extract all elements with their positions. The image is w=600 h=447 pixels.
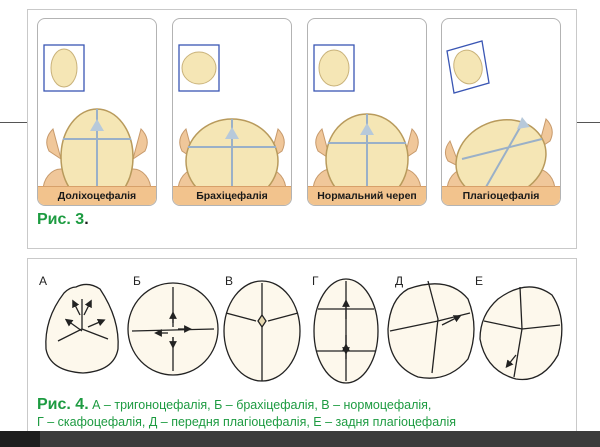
caption-prefix: Рис. 4.: [37, 396, 89, 413]
letter-a: А: [39, 274, 48, 288]
divider-line-left: [0, 122, 27, 123]
caption-prefix: Рис. 3: [37, 211, 85, 228]
brachycephaly-illustration: [177, 44, 287, 205]
skull-anterior-plagiocephaly: [387, 283, 475, 379]
panel-normal-skull: Нормальний череп: [307, 18, 427, 206]
panel-label: Нормальний череп: [308, 186, 426, 205]
figure-3-caption: Рис. 3.: [37, 211, 89, 229]
skull-shapes-diagram: [45, 278, 563, 384]
panel-plagiocephaly: Плагіоцефалія: [441, 18, 561, 206]
letter-b: Б: [133, 274, 141, 288]
divider-line-right: [575, 122, 600, 123]
letter-g: Г: [312, 274, 319, 288]
skull-brachycephaly: [127, 282, 219, 376]
caption-suffix: .: [84, 211, 89, 228]
panel-label: Доліхоцефалія: [38, 186, 156, 205]
plagiocephaly-illustration: [444, 40, 556, 205]
figure-4-caption: Рис. 4. А – тригоноцефалія, Б – брахіцеф…: [37, 396, 577, 431]
letter-e: Е: [475, 274, 484, 288]
normal-skull-illustration: [312, 44, 422, 205]
figure-3: Доліхоцефалія Брахіцефалія Нормаль: [27, 9, 577, 249]
caption-line-2: Г – скафоцефалія, Д – передня плагіоцефа…: [37, 415, 456, 429]
caption-line-1: А – тригоноцефалія, Б – брахіцефалія, В …: [88, 398, 432, 412]
bottom-bar-corner: [0, 431, 40, 447]
letter-v: В: [225, 274, 234, 288]
letter-d: Д: [395, 274, 404, 288]
bottom-bar: [0, 431, 600, 447]
dolichocephaly-illustration: [42, 44, 152, 205]
panel-label: Плагіоцефалія: [442, 186, 560, 205]
panel-dolichocephaly: Доліхоцефалія: [37, 18, 157, 206]
panel-brachycephaly: Брахіцефалія: [172, 18, 292, 206]
panel-label: Брахіцефалія: [173, 186, 291, 205]
figure-4: А Б В Г Д Е Рис. 4.: [27, 258, 577, 440]
